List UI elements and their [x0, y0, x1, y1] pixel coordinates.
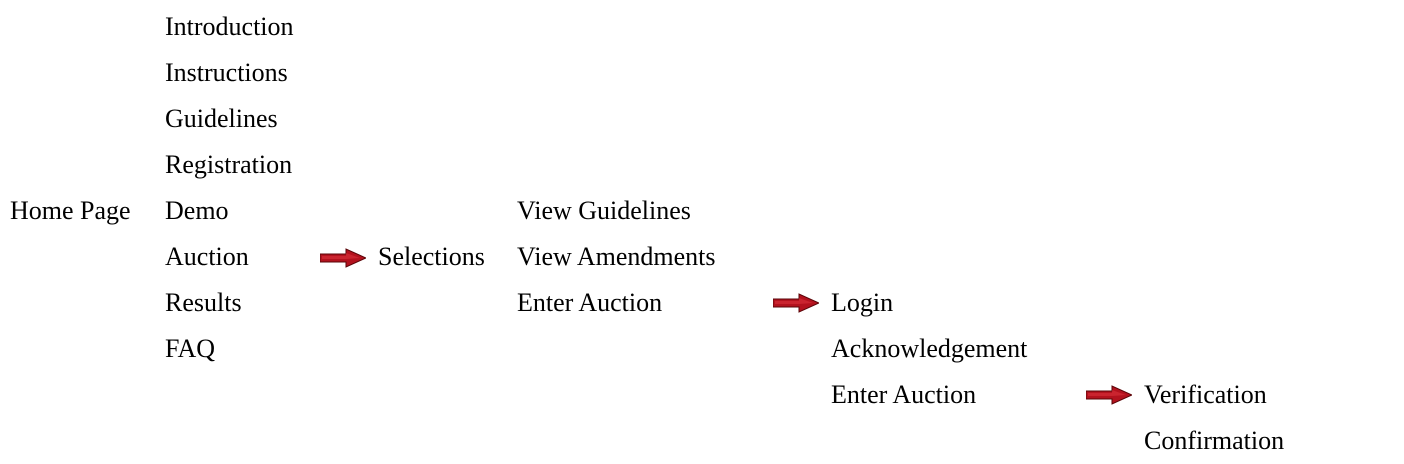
menu-item-auction[interactable]: Auction	[165, 242, 249, 271]
menu-item-introduction[interactable]: Introduction	[165, 12, 294, 41]
arrow-shape	[320, 248, 366, 268]
login-link[interactable]: Login	[831, 288, 894, 317]
selections-node[interactable]: Selections	[378, 242, 485, 271]
verification-link[interactable]: Verification	[1144, 380, 1267, 409]
menu-item-guidelines[interactable]: Guidelines	[165, 104, 278, 133]
menu-item-results[interactable]: Results	[165, 288, 242, 317]
red-arrow-right-icon	[773, 293, 819, 313]
arrow-shape	[773, 293, 819, 313]
menu-item-instructions[interactable]: Instructions	[165, 58, 288, 87]
confirmation-link[interactable]: Confirmation	[1144, 426, 1285, 455]
acknowledgement-link[interactable]: Acknowledgement	[831, 334, 1028, 363]
arrow-shape	[1086, 385, 1132, 405]
view-guidelines-link[interactable]: View Guidelines	[517, 196, 691, 225]
enter-auction-link[interactable]: Enter Auction	[517, 288, 663, 317]
red-arrow-right-icon	[1086, 385, 1132, 405]
red-arrow-right-icon	[320, 248, 366, 268]
menu-item-faq[interactable]: FAQ	[165, 334, 216, 363]
view-amendments-link[interactable]: View Amendments	[517, 242, 716, 271]
menu-item-registration[interactable]: Registration	[165, 150, 293, 179]
menu-item-demo[interactable]: Demo	[165, 196, 229, 225]
enter-auction-final-link[interactable]: Enter Auction	[831, 380, 977, 409]
home-page-node[interactable]: Home Page	[10, 196, 131, 225]
